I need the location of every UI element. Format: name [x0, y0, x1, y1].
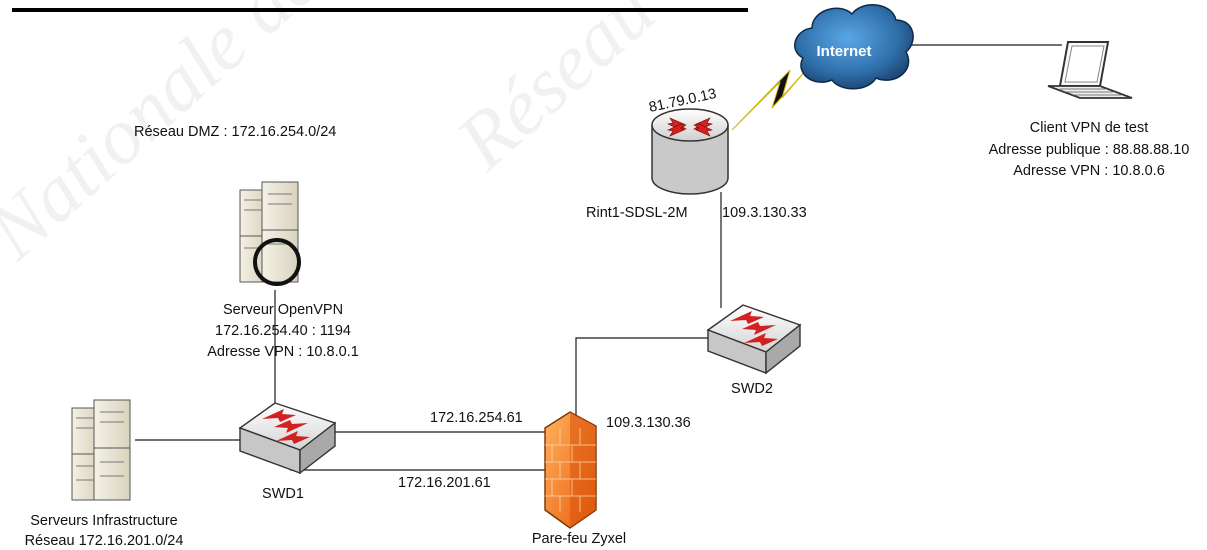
- laptop-icon: [1047, 41, 1133, 99]
- swd2-switch-icon: [706, 304, 802, 375]
- client-name: Client VPN de test: [1029, 120, 1149, 136]
- firewall-lan-ip: 172.16.201.61: [398, 475, 491, 491]
- firewall-wan-ip: 109.3.130.36: [606, 415, 691, 431]
- client-vpn-address: Adresse VPN : 10.8.0.6: [1013, 163, 1165, 179]
- links: [135, 44, 1062, 471]
- internet-label: Internet: [816, 43, 871, 60]
- infrastructure-network-label: Réseau 172.16.201.0/24: [24, 533, 184, 549]
- infrastructure-server-icon: [71, 399, 131, 501]
- firewall-name: Pare-feu Zyxel: [531, 531, 627, 547]
- firewall-dmz-ip: 172.16.254.61: [430, 410, 523, 426]
- client-public-address: Adresse publique : 88.88.88.10: [988, 142, 1190, 158]
- wan-lightning-icon: [731, 67, 809, 131]
- internet-cloud-icon: [794, 4, 914, 90]
- openvpn-server-vpn-address: Adresse VPN : 10.8.0.1: [207, 344, 359, 360]
- openvpn-server-name: Serveur OpenVPN: [222, 302, 344, 318]
- link-firewall-swd2: [575, 337, 712, 420]
- openvpn-server-icon: [239, 181, 301, 286]
- swd1-switch-icon: [238, 402, 337, 475]
- infrastructure-servers-name: Serveurs Infrastructure: [30, 513, 178, 529]
- router-icon: [651, 108, 729, 195]
- dmz-network-label: Réseau DMZ : 172.16.254.0/24: [134, 124, 337, 140]
- swd1-label: SWD1: [262, 486, 304, 502]
- swd2-label: SWD2: [731, 381, 773, 397]
- router-lan-ip: 109.3.130.33: [722, 205, 807, 221]
- title-rule: [12, 8, 748, 12]
- vpn-ring-icon: [253, 238, 301, 286]
- openvpn-server-address: 172.16.254.40 : 1194: [215, 323, 351, 339]
- router-name: Rint1-SDSL-2M: [586, 205, 688, 221]
- firewall-icon: [544, 411, 597, 529]
